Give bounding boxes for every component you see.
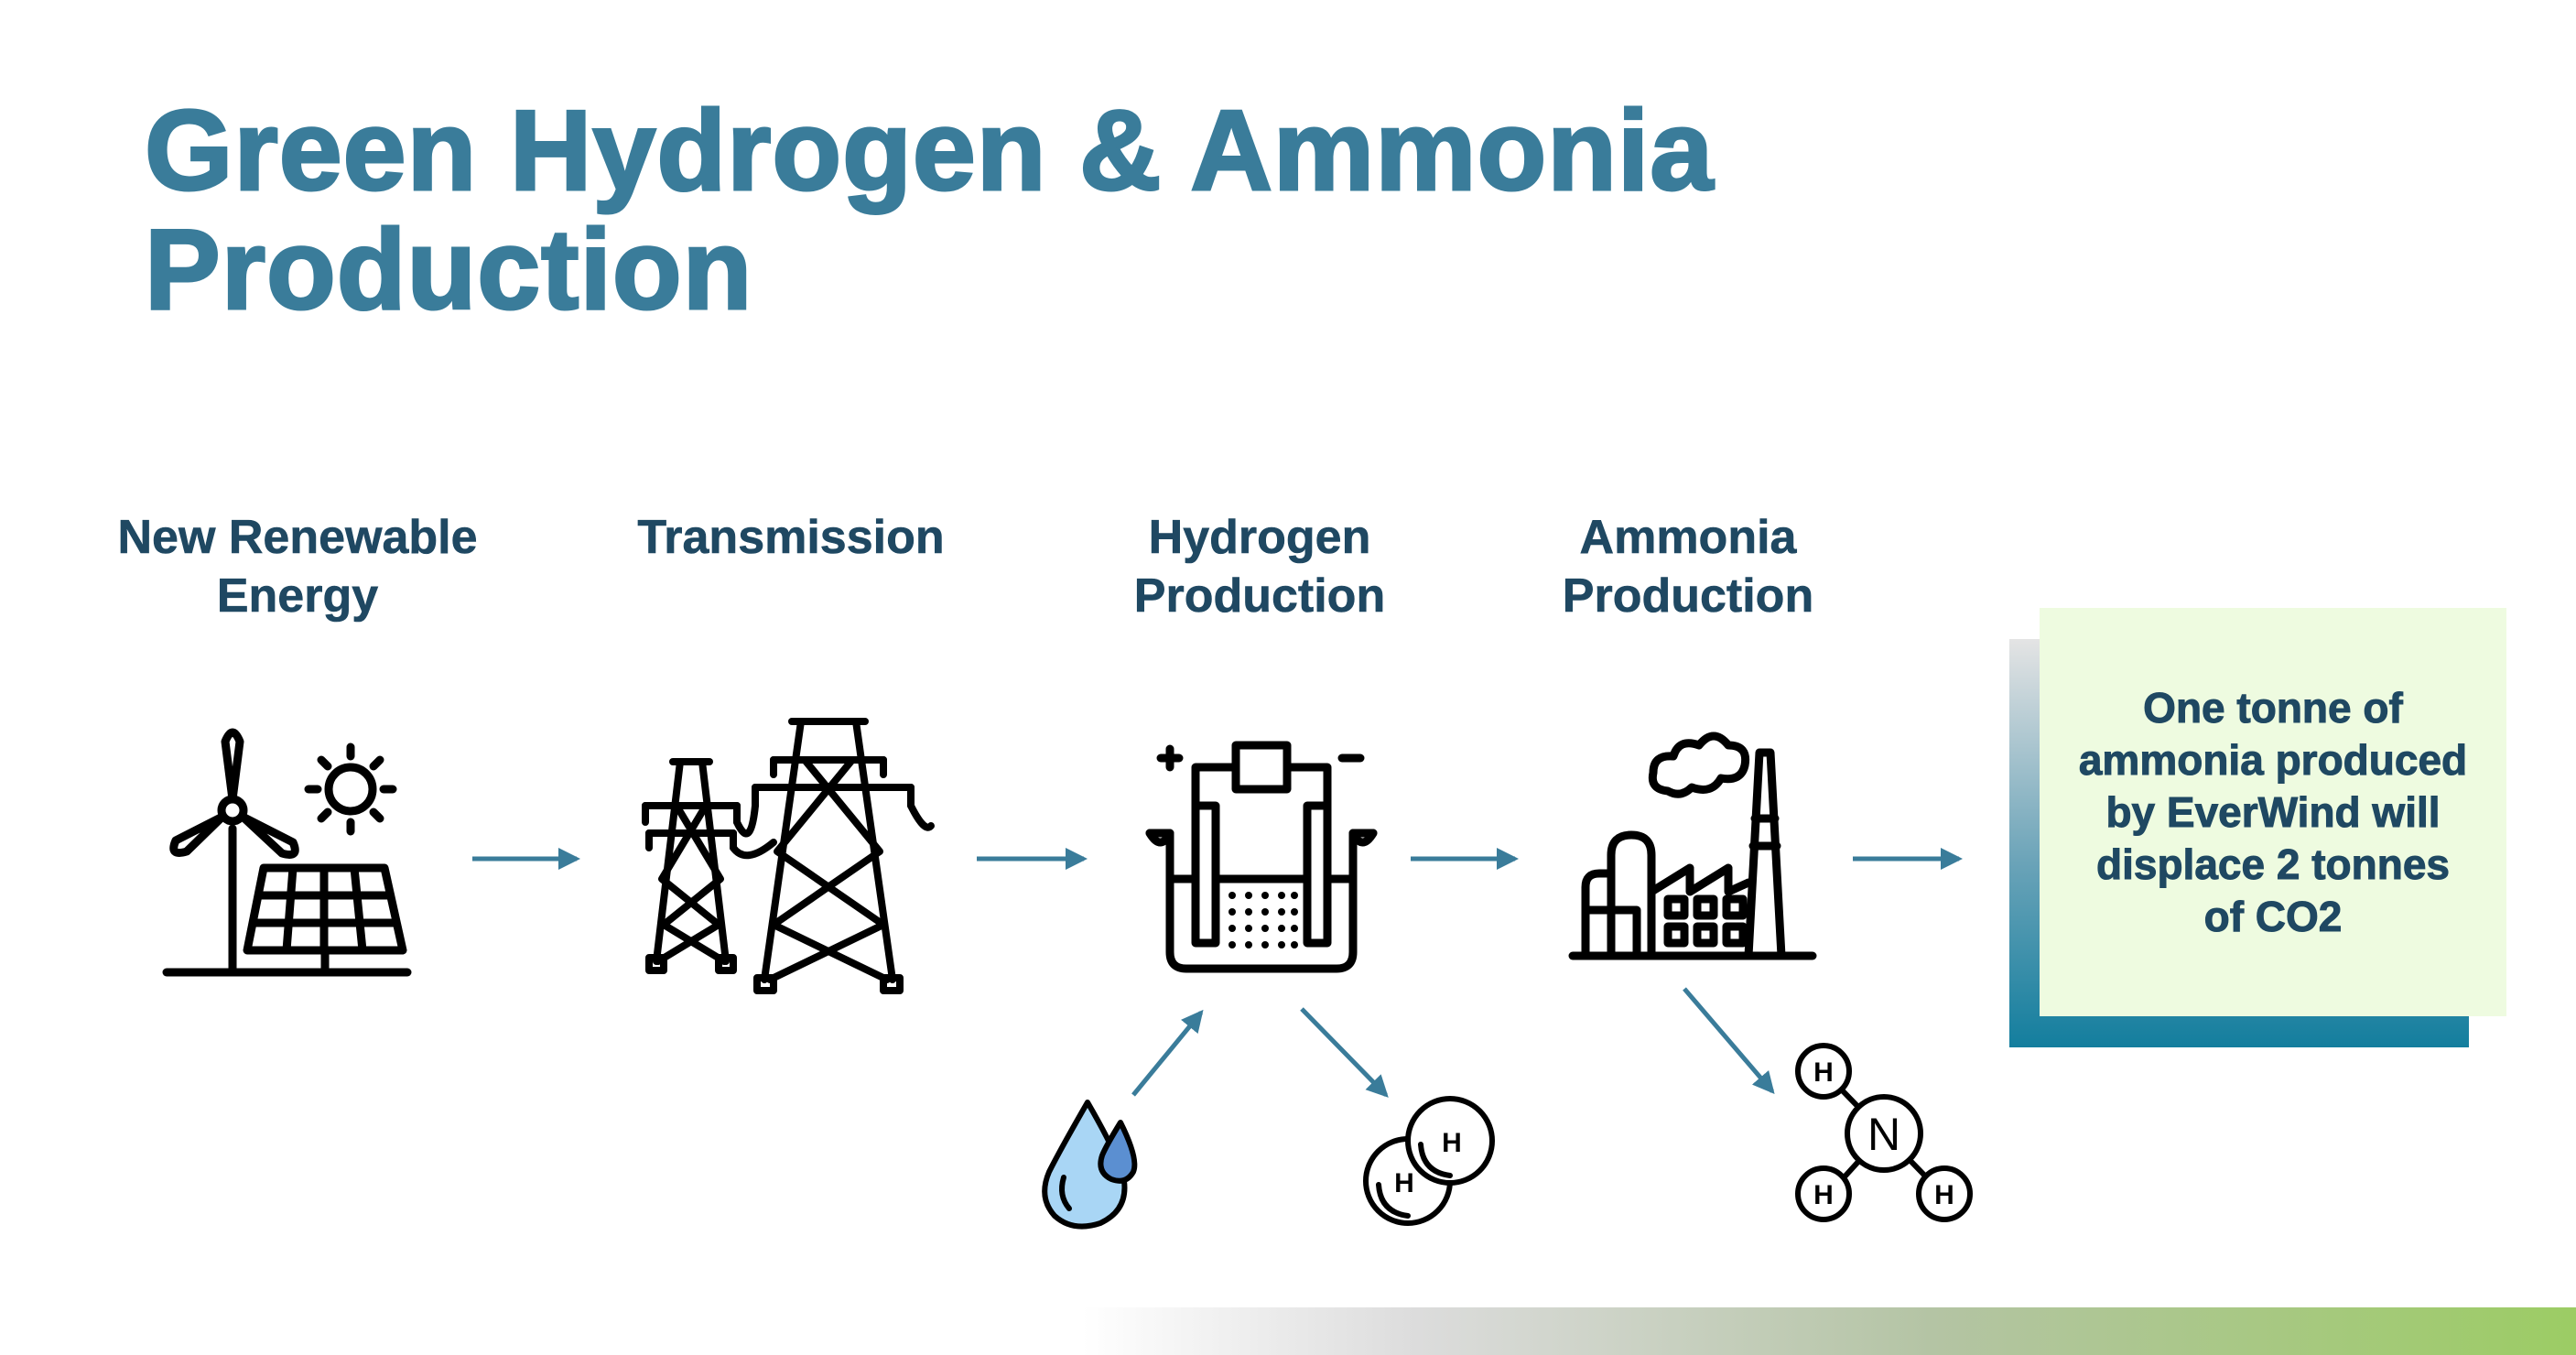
wind-turbine-solar-panel-icon (162, 728, 412, 977)
svg-text:H: H (1813, 1180, 1834, 1210)
svg-text:H: H (1394, 1168, 1414, 1198)
callout-text: One tonne of ammonia produced by EverWin… (2078, 683, 2468, 940)
svg-text:H: H (1442, 1128, 1462, 1158)
arrow-factory-to-ammonia (1683, 987, 1775, 1095)
svg-text:H: H (1813, 1057, 1834, 1088)
arrow-water-to-electrolyzer (1131, 1009, 1204, 1097)
footer-gradient-bar (0, 1307, 2576, 1355)
ammonia-molecule-icon: N H H H (1795, 1043, 1973, 1222)
electrolyzer-icon (1145, 741, 1378, 973)
svg-text:H: H (1934, 1180, 1954, 1210)
svg-text:N: N (1867, 1109, 1900, 1160)
factory-icon (1568, 732, 1817, 960)
stage-label-renewable: New Renewable Energy (117, 511, 478, 623)
arrow-electrolyzer-to-hydrogen (1300, 1007, 1389, 1098)
hydrogen-molecule-icon: H H (1363, 1096, 1495, 1226)
stage-label-hydrogen: Hydrogen Production (1133, 511, 1386, 623)
stage-label-ammonia: Ammonia Production (1562, 511, 1814, 623)
slide-title: Green Hydrogen & Ammonia Production (144, 88, 1715, 333)
power-transmission-tower-icon (642, 718, 935, 994)
stage-label-transmission: Transmission (637, 511, 945, 565)
callout-box: One tonne of ammonia produced by EverWin… (2040, 608, 2506, 1016)
water-drop-icon (1042, 1100, 1138, 1230)
